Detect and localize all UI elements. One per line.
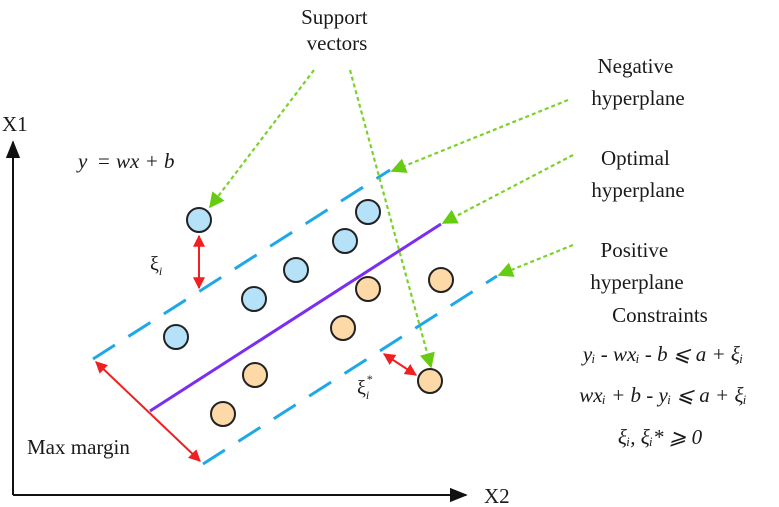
- equation-lhs: y: [76, 149, 88, 173]
- negative-hyperplane-label: Negative hyperplane: [591, 54, 684, 110]
- negative-class-point: [241, 286, 267, 312]
- constraint-2: wxᵢ + b - yᵢ ⩽ a + ξᵢ: [579, 383, 747, 407]
- positive-class-point: [330, 315, 356, 341]
- optimal-hyperplane-callout-arrow: [441, 154, 574, 224]
- xi-star-slack-arrow: [382, 353, 418, 376]
- positive-class-point: [428, 267, 454, 293]
- support-vectors-label: Support vectors: [301, 5, 373, 55]
- x-axis-label: X2: [484, 484, 510, 507]
- negative-class-point: [283, 257, 309, 283]
- data-points: [163, 199, 454, 427]
- constraint-3: ξᵢ, ξᵢ* ⩾ 0: [618, 425, 703, 449]
- positive-hyperplane-label: Positive hyperplane: [590, 238, 683, 294]
- negative-class-point: [332, 228, 358, 254]
- regression-equation: y = wx + b: [76, 149, 175, 173]
- max-margin-arrow: [95, 361, 201, 462]
- optimal-hyperplane-label: Optimal hyperplane: [591, 146, 684, 202]
- positive-class-point: [417, 368, 443, 394]
- constraint-1: yᵢ - wxᵢ - b ⩽ a + ξᵢ: [581, 342, 743, 366]
- negative-hyperplane: [92, 168, 391, 361]
- support-vector-callout-arrow-2: [348, 69, 435, 369]
- positive-class-point: [210, 401, 236, 427]
- constraints-title: Constraints: [612, 303, 708, 327]
- negative-class-point: [355, 199, 381, 225]
- max-margin-label: Max margin: [27, 435, 130, 459]
- positive-hyperplane-callout-arrow: [497, 243, 574, 277]
- negative-hyperplane-callout-arrow: [390, 98, 569, 173]
- positive-class-point: [355, 276, 381, 302]
- support-vector-callout-arrow-1: [209, 69, 315, 209]
- positive-hyperplane: [202, 274, 498, 466]
- xi-star-label: ξi*: [357, 372, 372, 402]
- negative-class-point: [163, 324, 189, 350]
- xi-label: ξi: [150, 253, 162, 278]
- equation-rhs: = wx + b: [97, 149, 175, 173]
- optimal-hyperplane: [149, 222, 442, 413]
- negative-class-point: [186, 207, 212, 233]
- positive-class-point: [242, 362, 268, 388]
- y-axis-label: X1: [2, 112, 28, 136]
